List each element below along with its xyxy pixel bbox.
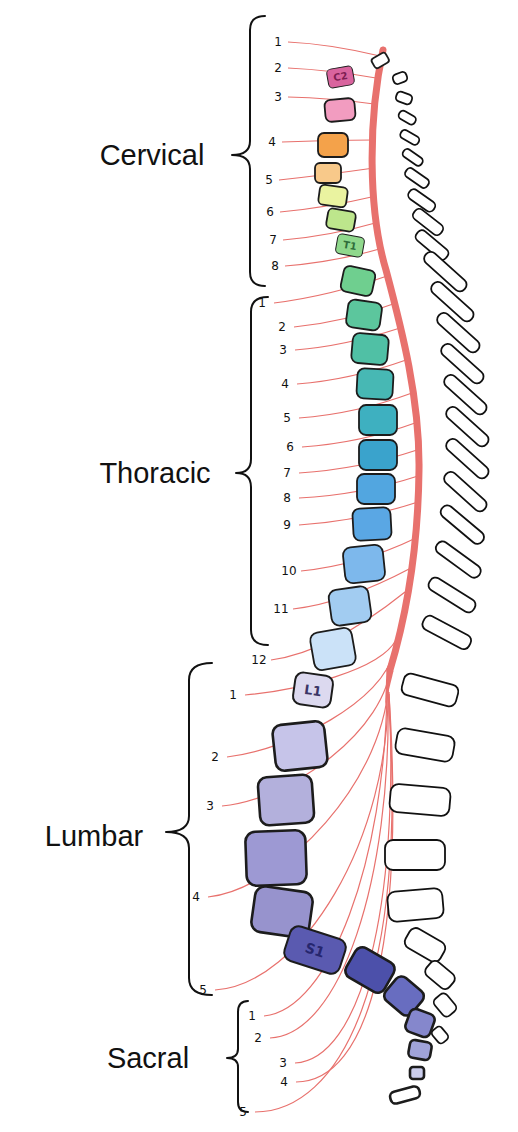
vertebra-label: C2 bbox=[332, 71, 348, 83]
nerve-number: 12 bbox=[251, 654, 266, 666]
posterior-process bbox=[389, 783, 451, 816]
nerve-number: 2 bbox=[274, 62, 282, 74]
region-label: Lumbar bbox=[45, 822, 143, 851]
vertebral-body bbox=[325, 208, 356, 233]
nerve-number: 4 bbox=[268, 136, 276, 148]
posterior-process bbox=[426, 575, 478, 614]
vertebral-body bbox=[318, 184, 349, 208]
nerve-number: 1 bbox=[248, 1010, 256, 1022]
region-label: Cervical bbox=[100, 141, 205, 170]
nerve-number: 6 bbox=[286, 441, 294, 453]
nerve-number: 2 bbox=[254, 1032, 262, 1044]
nerve-number: 5 bbox=[283, 412, 291, 424]
region-brace bbox=[236, 297, 268, 645]
nerve-number: 5 bbox=[199, 984, 207, 996]
posterior-process bbox=[403, 166, 430, 189]
nerve-number: 2 bbox=[211, 751, 219, 763]
spinal-cord-tip bbox=[385, 668, 394, 706]
posterior-process bbox=[385, 840, 445, 870]
vertebral-body bbox=[352, 507, 392, 541]
vertebral-body: L1 bbox=[291, 670, 335, 709]
nerve-number: 3 bbox=[279, 344, 287, 356]
vertebral-body bbox=[410, 1067, 424, 1079]
nerve-number: 2 bbox=[278, 321, 286, 333]
vertebral-body bbox=[404, 1007, 437, 1038]
vertebral-body bbox=[359, 440, 397, 470]
nerve-number: 11 bbox=[273, 603, 288, 615]
posterior-process bbox=[387, 888, 444, 923]
posterior-process bbox=[400, 672, 460, 708]
nerve-number: 4 bbox=[280, 1076, 288, 1088]
posterior-process bbox=[395, 91, 413, 106]
posterior-process bbox=[399, 129, 421, 147]
vertebral-body: T1 bbox=[334, 232, 365, 258]
region-brace bbox=[166, 663, 212, 995]
posterior-process bbox=[392, 71, 409, 85]
nerve-root bbox=[288, 42, 380, 56]
posterior-process bbox=[402, 925, 448, 964]
vertebral-body bbox=[351, 332, 389, 365]
nerve-root bbox=[208, 672, 389, 897]
vertebral-body bbox=[371, 52, 390, 70]
posterior-process bbox=[397, 109, 417, 126]
vertebral-body bbox=[357, 474, 395, 504]
nerve-number: 6 bbox=[266, 206, 274, 218]
region-label: Thoracic bbox=[99, 459, 210, 488]
posterior-process bbox=[438, 503, 486, 546]
nerve-root bbox=[215, 682, 388, 990]
vertebral-body bbox=[328, 585, 373, 626]
vertebral-body: S1 bbox=[281, 923, 350, 978]
nerve-number: 8 bbox=[283, 492, 291, 504]
vertebra-label: S1 bbox=[303, 940, 326, 959]
vertebral-body bbox=[257, 774, 314, 826]
vertebral-body: C2 bbox=[325, 65, 355, 89]
posterior-process bbox=[433, 539, 483, 580]
posterior-process bbox=[432, 991, 458, 1018]
nerve-number: 7 bbox=[269, 234, 277, 246]
vertebral-body bbox=[345, 299, 383, 331]
nerve-number: 5 bbox=[265, 174, 273, 186]
vertebral-body bbox=[272, 720, 329, 771]
nerve-number: 1 bbox=[274, 36, 282, 48]
vertebral-body bbox=[318, 133, 348, 157]
vertebral-body bbox=[315, 163, 341, 183]
nerve-root bbox=[285, 248, 383, 266]
vertebral-body bbox=[359, 405, 397, 435]
nerve-number: 4 bbox=[281, 378, 289, 390]
vertebra-label: L1 bbox=[304, 682, 323, 697]
nerve-number: 10 bbox=[281, 565, 296, 577]
nerve-number: 1 bbox=[229, 689, 237, 701]
nerve-number: 3 bbox=[279, 1057, 287, 1069]
vertebral-body bbox=[340, 265, 377, 297]
nerve-root bbox=[299, 450, 417, 473]
vertebral-body bbox=[342, 544, 386, 584]
region-brace bbox=[232, 16, 265, 286]
posterior-process bbox=[401, 147, 424, 167]
vertebral-body bbox=[389, 1085, 421, 1104]
region-brace bbox=[227, 1001, 248, 1112]
vertebral-body bbox=[356, 368, 394, 400]
vertebral-body bbox=[324, 98, 356, 123]
vertebral-body bbox=[309, 627, 357, 672]
posterior-process bbox=[423, 958, 458, 991]
region-label: Sacral bbox=[107, 1044, 189, 1073]
vertebra-label: T1 bbox=[342, 239, 357, 251]
nerve-number: 7 bbox=[283, 467, 291, 479]
posterior-process bbox=[420, 614, 473, 652]
nerve-number: 3 bbox=[206, 800, 214, 812]
nerve-number: 3 bbox=[274, 91, 282, 103]
posterior-process bbox=[411, 207, 445, 237]
nerve-number: 5 bbox=[239, 1106, 247, 1118]
posterior-process bbox=[429, 279, 476, 323]
vertebral-body bbox=[245, 830, 307, 886]
nerve-number: 1 bbox=[258, 297, 266, 309]
nerve-number: 4 bbox=[192, 891, 200, 903]
posterior-process bbox=[394, 727, 456, 763]
vertebral-body bbox=[408, 1039, 433, 1061]
nerve-number: 9 bbox=[283, 519, 291, 531]
nerve-number: 8 bbox=[271, 260, 279, 272]
